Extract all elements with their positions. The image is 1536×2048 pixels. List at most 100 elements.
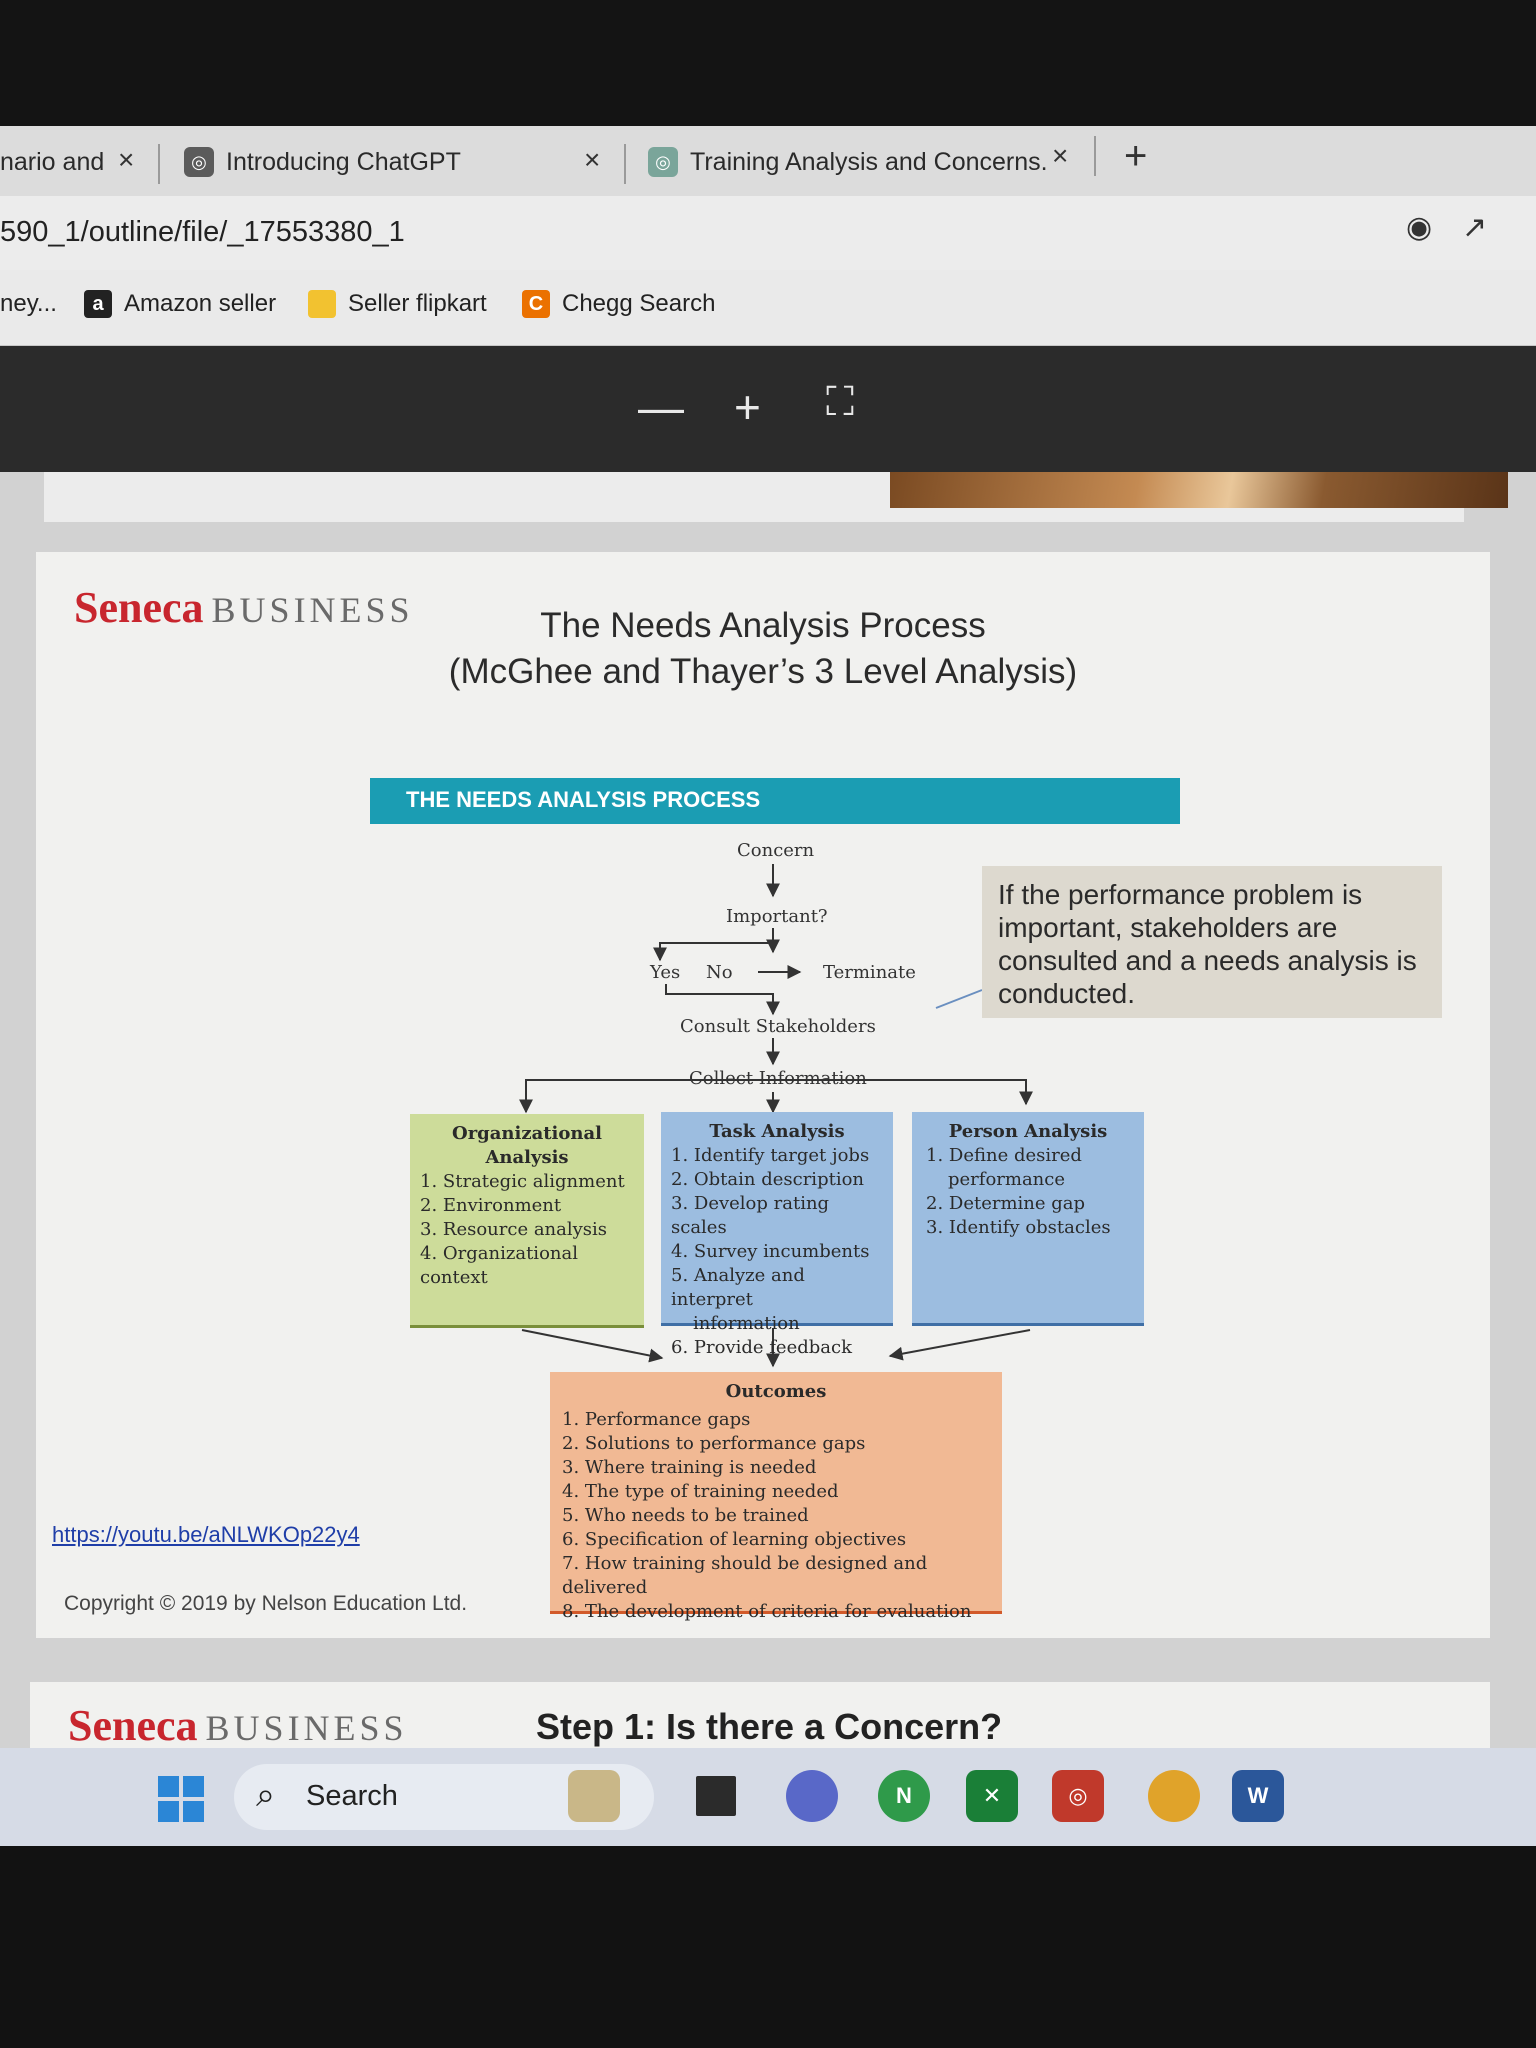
person-item: performance bbox=[948, 1169, 1066, 1190]
logo-business: BUSINESS bbox=[205, 1708, 408, 1748]
task-analysis-box: Task Analysis 1. Identify target jobs 2.… bbox=[661, 1112, 893, 1358]
logo-seneca: Seneca bbox=[74, 583, 204, 632]
camera-app-icon[interactable]: ◎ bbox=[1052, 1770, 1104, 1822]
word-icon[interactable]: W bbox=[1232, 1770, 1284, 1822]
slide-title: The Needs Analysis Process bbox=[540, 606, 986, 645]
chrome-icon[interactable]: N bbox=[878, 1770, 930, 1822]
xbox-icon[interactable]: ✕ bbox=[966, 1770, 1018, 1822]
flow-connectors bbox=[519, 864, 1033, 1368]
tab-1-close-icon[interactable]: × bbox=[118, 144, 135, 175]
person-item: 1. Define desired bbox=[926, 1145, 1082, 1166]
tab-1-label: nario and bbox=[0, 147, 105, 176]
tab-divider bbox=[624, 144, 626, 184]
new-tab-button[interactable]: + bbox=[1124, 134, 1148, 178]
chegg-icon: C bbox=[522, 290, 550, 318]
flow-important: Important? bbox=[726, 906, 828, 927]
teams-chat-icon[interactable] bbox=[786, 1770, 838, 1822]
seneca-business-logo: Seneca BUSINESS bbox=[68, 1700, 408, 1751]
person-analysis-box: Person Analysis 1. Define desired perfor… bbox=[912, 1112, 1144, 1326]
organizational-analysis-box: Organizational Analysis 1. Strategic ali… bbox=[410, 1114, 644, 1328]
bookmark-chegg-search[interactable]: C Chegg Search bbox=[522, 290, 715, 318]
flow-consult-stakeholders: Consult Stakeholders bbox=[680, 1016, 876, 1037]
logo-business: BUSINESS bbox=[211, 590, 414, 630]
outcomes-box: Outcomes 1. Performance gaps 2. Solution… bbox=[550, 1372, 1002, 1622]
tab-3-active[interactable]: ◎ Training Analysis and Concerns. bbox=[648, 140, 1048, 184]
bookmark-flipkart-label: Seller flipkart bbox=[348, 290, 487, 317]
bookmark-1-label: ney... bbox=[0, 290, 57, 317]
windows-taskbar: ⌕ Search N ✕ ◎ W bbox=[0, 1748, 1536, 1846]
slide-subtitle: (McGhee and Thayer’s 3 Level Analysis) bbox=[448, 652, 1078, 691]
outcome-item: 7. How training should be designed and d… bbox=[562, 1553, 928, 1598]
notification-badge: N bbox=[896, 1783, 912, 1808]
bookmark-chegg-label: Chegg Search bbox=[562, 290, 716, 317]
outcome-item: 4. The type of training needed bbox=[562, 1481, 839, 1502]
tab-3-close-icon[interactable]: × bbox=[1052, 140, 1069, 171]
tracking-prevention-icon[interactable]: ◉ bbox=[1406, 211, 1433, 244]
chrome-profile-icon[interactable] bbox=[1148, 1770, 1200, 1822]
outcomes-title: Outcomes bbox=[725, 1381, 827, 1402]
youtube-link[interactable]: https://youtu.be/aNLWKOp22y4 bbox=[52, 1522, 360, 1547]
task-item: 1. Identify target jobs bbox=[671, 1145, 870, 1166]
task-view-icon[interactable] bbox=[696, 1776, 736, 1816]
flipkart-icon bbox=[308, 290, 336, 318]
bookmarks-bar: ney... a Amazon seller Seller flipkart C… bbox=[0, 270, 1536, 346]
zoom-out-button[interactable]: — bbox=[638, 381, 684, 433]
bookmark-amazon-label: Amazon seller bbox=[124, 290, 277, 317]
flow-yes: Yes bbox=[650, 962, 681, 983]
tab-2[interactable]: ◎ Introducing ChatGPT bbox=[184, 140, 461, 184]
zoom-in-button[interactable]: + bbox=[734, 381, 761, 433]
chatgpt-icon: ◎ bbox=[184, 147, 214, 177]
outcome-item: 6. Specification of learning objectives bbox=[562, 1529, 907, 1550]
person-item: 2. Determine gap bbox=[926, 1193, 1086, 1214]
widgets-icon[interactable] bbox=[568, 1770, 620, 1822]
address-bar[interactable]: 590_1/outline/file/_17553380_1 ◉ ↗ bbox=[0, 196, 1536, 270]
viewer-toolbar: — + ⛶ bbox=[0, 346, 1536, 472]
banner-text: THE NEEDS ANALYSIS PROCESS bbox=[406, 787, 761, 812]
taskbar-search-label: Search bbox=[306, 1780, 398, 1812]
org-item: 3. Resource analysis bbox=[420, 1219, 608, 1240]
task-title: Task Analysis bbox=[709, 1121, 845, 1142]
share-icon[interactable]: ↗ bbox=[1462, 211, 1488, 244]
previous-slide-edge bbox=[44, 472, 1508, 522]
bookmark-amazon-seller[interactable]: a Amazon seller bbox=[84, 290, 276, 318]
flow-no: No bbox=[706, 962, 733, 983]
step-title: Step 1: Is there a Concern? bbox=[536, 1706, 1003, 1747]
fit-screen-icon[interactable]: ⛶ bbox=[826, 380, 854, 424]
person-title: Person Analysis bbox=[948, 1121, 1108, 1142]
flow-concern: Concern bbox=[737, 840, 815, 861]
task-item: 5. Analyze and interpret bbox=[671, 1265, 805, 1310]
slide-needs-analysis: Seneca BUSINESS The Needs Analysis Proce… bbox=[36, 552, 1490, 1638]
document-viewer[interactable]: Seneca BUSINESS The Needs Analysis Proce… bbox=[0, 472, 1536, 1752]
outcome-item: 8. The development of criteria for evalu… bbox=[562, 1601, 972, 1622]
bookmark-seller-flipkart[interactable]: Seller flipkart bbox=[308, 290, 487, 318]
callout-note: If the performance problem is important,… bbox=[982, 866, 1442, 1018]
flow-terminate: Terminate bbox=[823, 962, 916, 983]
org-title-2: Analysis bbox=[485, 1147, 569, 1168]
outcome-item: 1. Performance gaps bbox=[562, 1409, 751, 1430]
tab-2-label: Introducing ChatGPT bbox=[226, 147, 461, 176]
tab-3-label: Training Analysis and Concerns. bbox=[690, 147, 1048, 176]
tab-divider bbox=[158, 144, 160, 184]
chatgpt-icon: ◎ bbox=[648, 147, 678, 177]
outcome-item: 2. Solutions to performance gaps bbox=[562, 1433, 866, 1454]
task-item: 6. Provide feedback bbox=[671, 1337, 853, 1358]
org-item: 1. Strategic alignment bbox=[420, 1171, 625, 1192]
tab-2-close-icon[interactable]: × bbox=[584, 144, 601, 175]
word-label: W bbox=[1247, 1783, 1269, 1808]
search-icon: ⌕ bbox=[256, 1776, 276, 1814]
task-item: 2. Obtain description bbox=[671, 1169, 865, 1190]
copyright-text: Copyright © 2019 by Nelson Education Ltd… bbox=[64, 1592, 468, 1615]
task-item: information bbox=[693, 1313, 800, 1334]
url-text: 590_1/outline/file/_17553380_1 bbox=[0, 216, 405, 248]
previous-slide-photo bbox=[890, 472, 1508, 508]
task-item: 4. Survey incumbents bbox=[671, 1241, 870, 1262]
person-item: 3. Identify obstacles bbox=[926, 1217, 1111, 1238]
outcome-item: 5. Who needs to be trained bbox=[562, 1505, 809, 1526]
amazon-icon: a bbox=[84, 290, 112, 318]
org-item: 2. Environment bbox=[420, 1195, 562, 1216]
org-title-1: Organizational bbox=[452, 1123, 602, 1144]
bookmark-1[interactable]: ney... bbox=[0, 290, 57, 318]
windows-start-icon[interactable] bbox=[158, 1776, 204, 1822]
tab-1[interactable]: nario and bbox=[0, 140, 104, 184]
tab-bar: nario and × ◎ Introducing ChatGPT × ◎ Tr… bbox=[0, 126, 1536, 196]
